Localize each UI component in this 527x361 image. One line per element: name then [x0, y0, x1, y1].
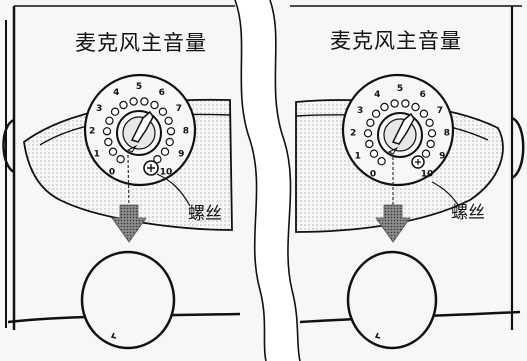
dial-number: 7: [437, 106, 443, 116]
dial-hole: [153, 154, 162, 164]
left-dashed-pointer: [127, 154, 130, 211]
dial-hole: [366, 118, 375, 128]
dial-hole: [426, 139, 435, 149]
dial-hole: [108, 147, 118, 156]
left-screwdriver-tip: [126, 144, 138, 153]
dial-number: 0: [109, 168, 115, 178]
dial-hole: [116, 154, 125, 164]
left-volume-knob: [80, 250, 176, 350]
dial-hole: [158, 107, 168, 116]
dial-number: 1: [94, 150, 100, 160]
center-break-left-edge: [234, 0, 267, 361]
dial-number: 0: [370, 170, 376, 180]
dial-hole: [380, 102, 389, 112]
right-panel: 01 2 3 4 5 6 7 8 9 10 麦克风主音量 螺丝: [290, 5, 525, 350]
left-side-knob: [2, 118, 15, 174]
center-break-gap: [235, 0, 300, 361]
left-dial-numbers: 01 2 3 4 5 6 7 8 9 10: [89, 82, 189, 178]
right-screwdriver-icon: [391, 112, 415, 145]
right-side-knob: [511, 116, 525, 180]
dial-hole: [427, 129, 437, 138]
dial-number: 8: [444, 129, 450, 139]
right-knob-indicator: [374, 332, 381, 339]
dial-number: 9: [178, 150, 184, 160]
dial-number: 5: [397, 84, 403, 94]
dial-hole: [401, 99, 410, 108]
dial-hole: [160, 147, 170, 156]
dial-hole: [119, 100, 128, 110]
dial-hole: [102, 127, 112, 136]
left-screw-leader-line: [156, 173, 191, 207]
dial-hole: [411, 102, 420, 112]
right-volume-knob: [346, 250, 438, 350]
dial-hole: [140, 97, 149, 106]
dial-hole: [129, 97, 138, 106]
dial-number: 10: [160, 168, 173, 178]
dial-hole: [166, 127, 176, 136]
dial-number: 3: [357, 106, 363, 116]
dial-number: 6: [420, 90, 426, 100]
dial-number: 3: [96, 104, 102, 114]
right-screw-slot: [415, 159, 421, 165]
dial-hole: [104, 137, 113, 147]
dial-hole: [363, 129, 373, 138]
dial-number: 2: [350, 129, 356, 139]
left-panel-title: 麦克风主音量: [75, 31, 207, 55]
center-break-right-edge: [269, 0, 301, 361]
right-screw-leader-line: [431, 181, 459, 206]
dial-number: 2: [89, 127, 95, 137]
dial-hole: [150, 100, 159, 110]
left-dial-holes: [102, 97, 176, 164]
left-screw-slot: [147, 164, 155, 172]
dial-number: 1: [355, 152, 361, 162]
dial-number: 5: [136, 82, 142, 92]
dial-hole: [425, 118, 434, 128]
right-screw-label: 螺丝: [451, 203, 485, 223]
dial-number: 7: [176, 104, 182, 114]
left-knob-indicator: [110, 332, 117, 339]
left-screw-label: 螺丝: [188, 204, 222, 224]
right-down-arrow-icon: [375, 204, 411, 243]
dial-hole: [110, 107, 120, 116]
dial-number: 10: [421, 170, 434, 180]
dial-hole: [105, 116, 114, 126]
right-screwdriver-tip: [387, 146, 399, 155]
left-panel: 01 2 3 4 5 6 7 8 9 10 麦克风主音量 螺丝: [2, 5, 241, 350]
left-down-arrow-icon: [111, 204, 147, 243]
dial-hole: [164, 116, 173, 126]
dial-hole: [421, 149, 431, 158]
left-screwdriver-icon: [130, 110, 154, 143]
dial-number: 9: [439, 152, 445, 162]
dial-hole: [365, 139, 374, 149]
dial-hole: [390, 99, 399, 108]
dial-number: 4: [113, 88, 119, 98]
dial-number: 4: [374, 90, 380, 100]
dial-hole: [369, 149, 379, 158]
dial-hole: [377, 156, 386, 166]
dial-number: 8: [183, 127, 189, 137]
dial-hole: [371, 109, 381, 118]
dial-number: 6: [159, 88, 165, 98]
dial-hole: [165, 137, 174, 147]
right-panel-title: 麦克风主音量: [330, 29, 462, 53]
dial-hole: [419, 109, 429, 118]
right-dial-numbers: 01 2 3 4 5 6 7 8 9 10: [350, 84, 450, 180]
